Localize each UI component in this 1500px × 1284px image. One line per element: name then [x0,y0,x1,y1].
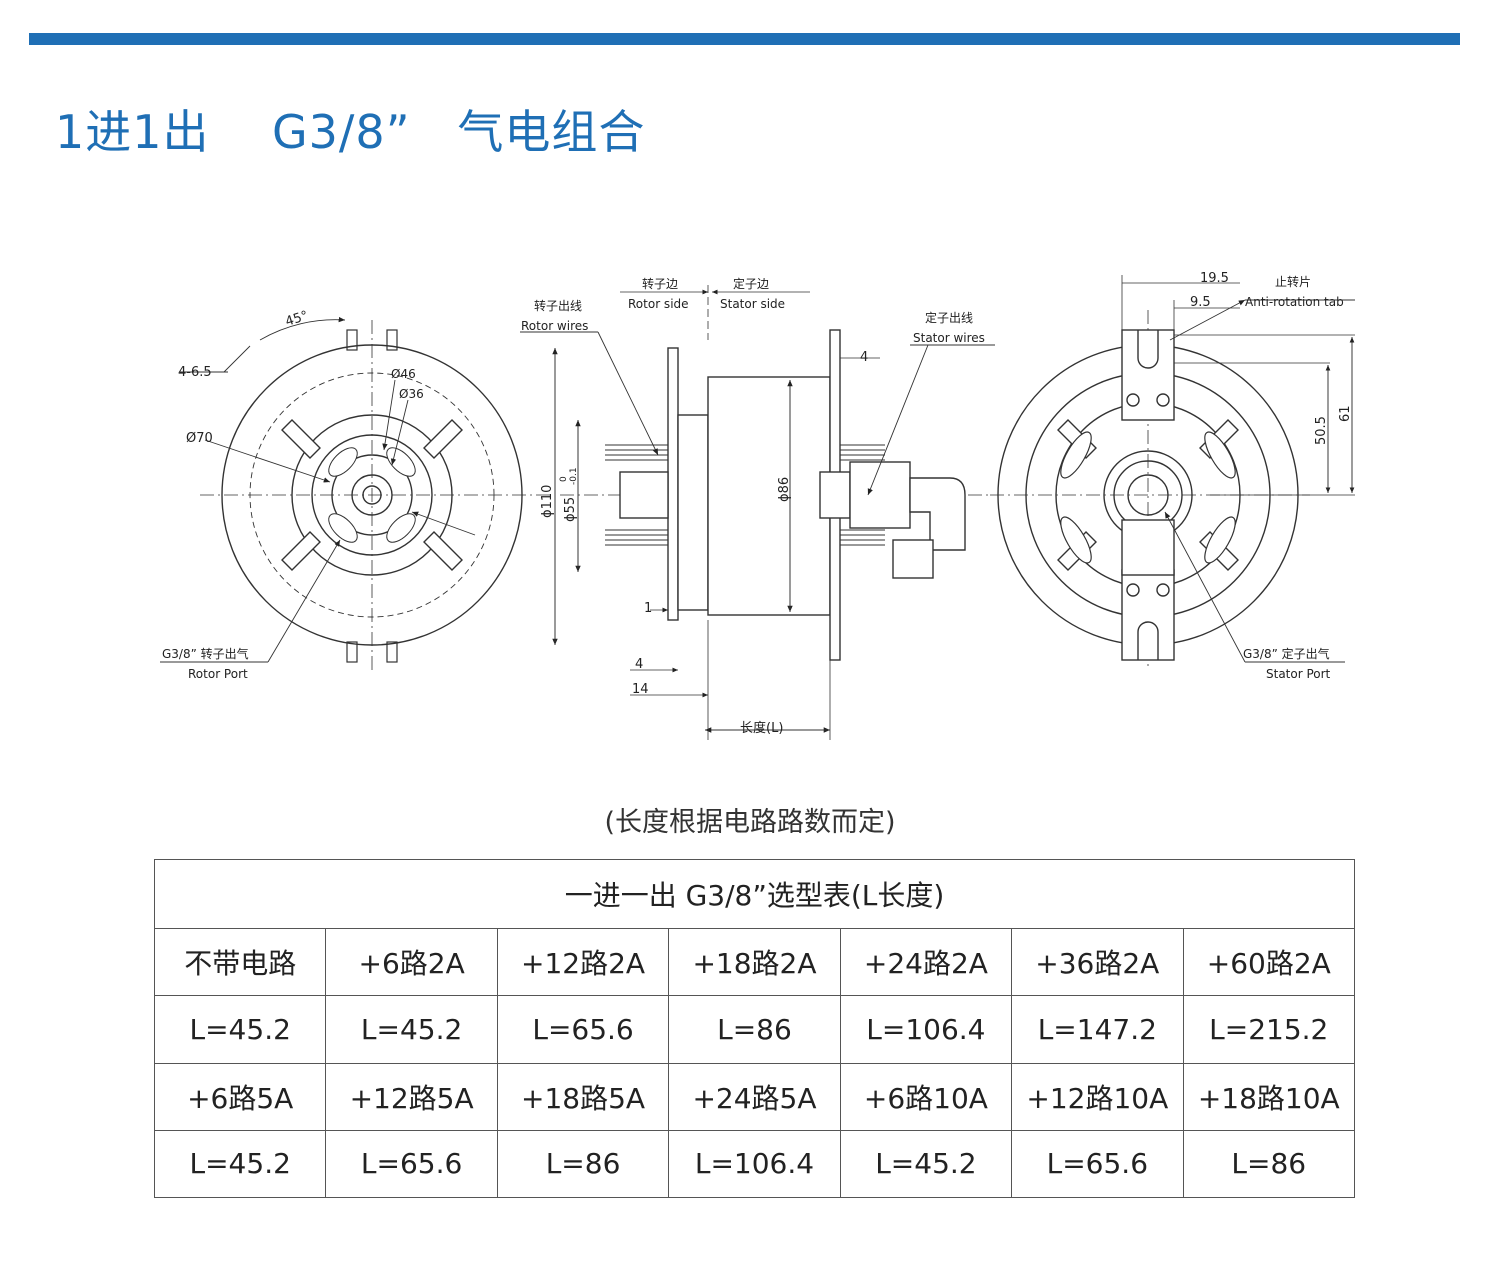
table-cell: +12路2A [496,928,670,997]
table-cell: L=86 [496,1129,670,1199]
table-cell: +18路2A [668,928,841,997]
d55-tol-lower-label: -0.1 [569,467,579,485]
table-title-row: 一进一出 G3/8”选型表(L长度) [154,858,1355,930]
dim-9-5-label: 9.5 [1190,295,1211,310]
table-cell: +24路2A [839,928,1013,997]
d86-label: ϕ86 [777,477,792,502]
selection-table: 一进一出 G3/8”选型表(L长度) 不带电路 +6路2A +12路2A +18… [153,858,1356,1199]
top-accent-bar [29,33,1460,45]
dim-1-label: 1 [644,601,652,616]
stator-port-en-label: Stator Port [1266,667,1331,681]
table-cell: +6路2A [325,928,498,997]
table-cell: L=65.6 [325,1129,498,1199]
rotor-side-cn-label: 转子边 [642,276,678,291]
table-cell: L=86 [668,995,841,1064]
table-cell: +6路5A [153,1062,327,1131]
stator-port-cn-label: G3/8” 定子出气 [1243,646,1330,661]
table-cell: +12路5A [325,1062,498,1131]
table-cell: +24路5A [668,1062,841,1131]
table-cell: +12路10A [1011,1062,1184,1131]
table-cell: L=45.2 [153,995,327,1064]
length-label: 长度(L) [740,720,783,736]
side-view [520,285,995,740]
rotor-port-en-label: Rotor Port [188,667,248,681]
d36-label: Ø36 [399,387,424,401]
rotor-wires-en-label: Rotor wires [521,319,588,333]
slot-dim-label: 4-6.5 [178,365,212,380]
table-row: 不带电路 +6路2A +12路2A +18路2A +24路2A +36路2A +… [153,928,1356,997]
table-row: L=45.2 L=45.2 L=65.6 L=86 L=106.4 L=147.… [153,995,1356,1064]
stator-end-view [990,275,1355,670]
d55-label: ϕ55 [563,497,578,522]
stator-wires-en-label: Stator wires [913,331,985,345]
stator-side-en-label: Stator side [720,297,785,311]
dim-50-5-label: 50.5 [1314,416,1329,445]
rotor-side-en-label: Rotor side [628,297,689,311]
d110-label: ϕ110 [540,485,555,518]
table-cell: L=215.2 [1182,995,1356,1064]
rotor-wires-cn-label: 转子出线 [534,298,582,313]
anti-rotation-cn-label: 止转片 [1275,274,1311,289]
angle-label: 45° [284,308,311,329]
table-cell: +18路5A [496,1062,670,1131]
table-cell: L=147.2 [1011,995,1184,1064]
page-title: 1进1出 G3/8” 气电组合 [55,105,646,159]
dim-61-label: 61 [1338,405,1353,422]
table-cell: +18路10A [1182,1062,1356,1131]
table-row: L=45.2 L=65.6 L=86 L=106.4 L=45.2 L=65.6… [153,1129,1356,1199]
length-note-caption: (长度根据电路路数而定) [604,807,896,838]
table-cell: L=106.4 [839,995,1013,1064]
table-cell: L=45.2 [153,1129,327,1199]
table-cell: L=106.4 [668,1129,841,1199]
dim-4-bottom-label: 4 [635,657,643,672]
table-cell: +36路2A [1011,928,1184,997]
table-cell: +60路2A [1182,928,1356,997]
d70-label: Ø70 [186,431,213,446]
d55-tol-upper-label: 0 [559,476,569,482]
table-cell: 不带电路 [153,928,327,997]
stator-side-cn-label: 定子边 [733,276,769,291]
stator-wires-cn-label: 定子出线 [925,310,973,325]
table-cell: L=45.2 [839,1129,1013,1199]
technical-drawing: 45° 4-6.5 Ø70 Ø46 Ø36 G3/8” 转子出气 Rotor P… [0,250,1500,760]
rotor-port-cn-label: G3/8” 转子出气 [162,646,249,661]
dim-19-5-label: 19.5 [1200,271,1229,286]
anti-rotation-en-label: Anti-rotation tab [1245,295,1344,309]
table-cell: L=65.6 [1011,1129,1184,1199]
table-cell: L=65.6 [496,995,670,1064]
rotor-end-view [160,316,550,670]
dim-14-label: 14 [632,682,649,697]
table-row: +6路5A +12路5A +18路5A +24路5A +6路10A +12路10… [153,1062,1356,1131]
table-cell: L=45.2 [325,995,498,1064]
dim-4-top-label: 4 [860,350,868,365]
table-title: 一进一出 G3/8”选型表(L长度) [154,858,1355,930]
table-cell: L=86 [1182,1129,1356,1199]
table-cell: +6路10A [839,1062,1013,1131]
d46-label: Ø46 [391,367,416,381]
